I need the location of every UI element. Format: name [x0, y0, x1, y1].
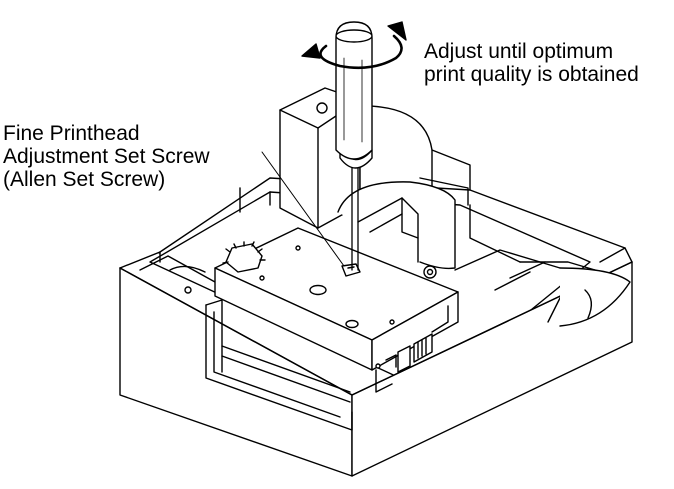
- screw-callout-line-2: Adjustment Set Screw: [3, 145, 210, 168]
- screwdriver-icon: [335, 21, 373, 271]
- adjust-callout-line-1: Adjust until optimum: [424, 40, 614, 63]
- printhead-carriage: [214, 151, 459, 393]
- adjust-quality-callout: Adjust until optimum print quality is ob…: [424, 40, 639, 86]
- set-screw-callout: Fine Printhead Adjustment Set Screw (All…: [3, 122, 210, 191]
- screw-callout-line-1: Fine Printhead: [3, 122, 140, 145]
- adjust-callout-line-2: print quality is obtained: [424, 63, 639, 86]
- curved-arrow-icon: [301, 21, 407, 70]
- screw-callout-line-3: (Allen Set Screw): [3, 168, 166, 191]
